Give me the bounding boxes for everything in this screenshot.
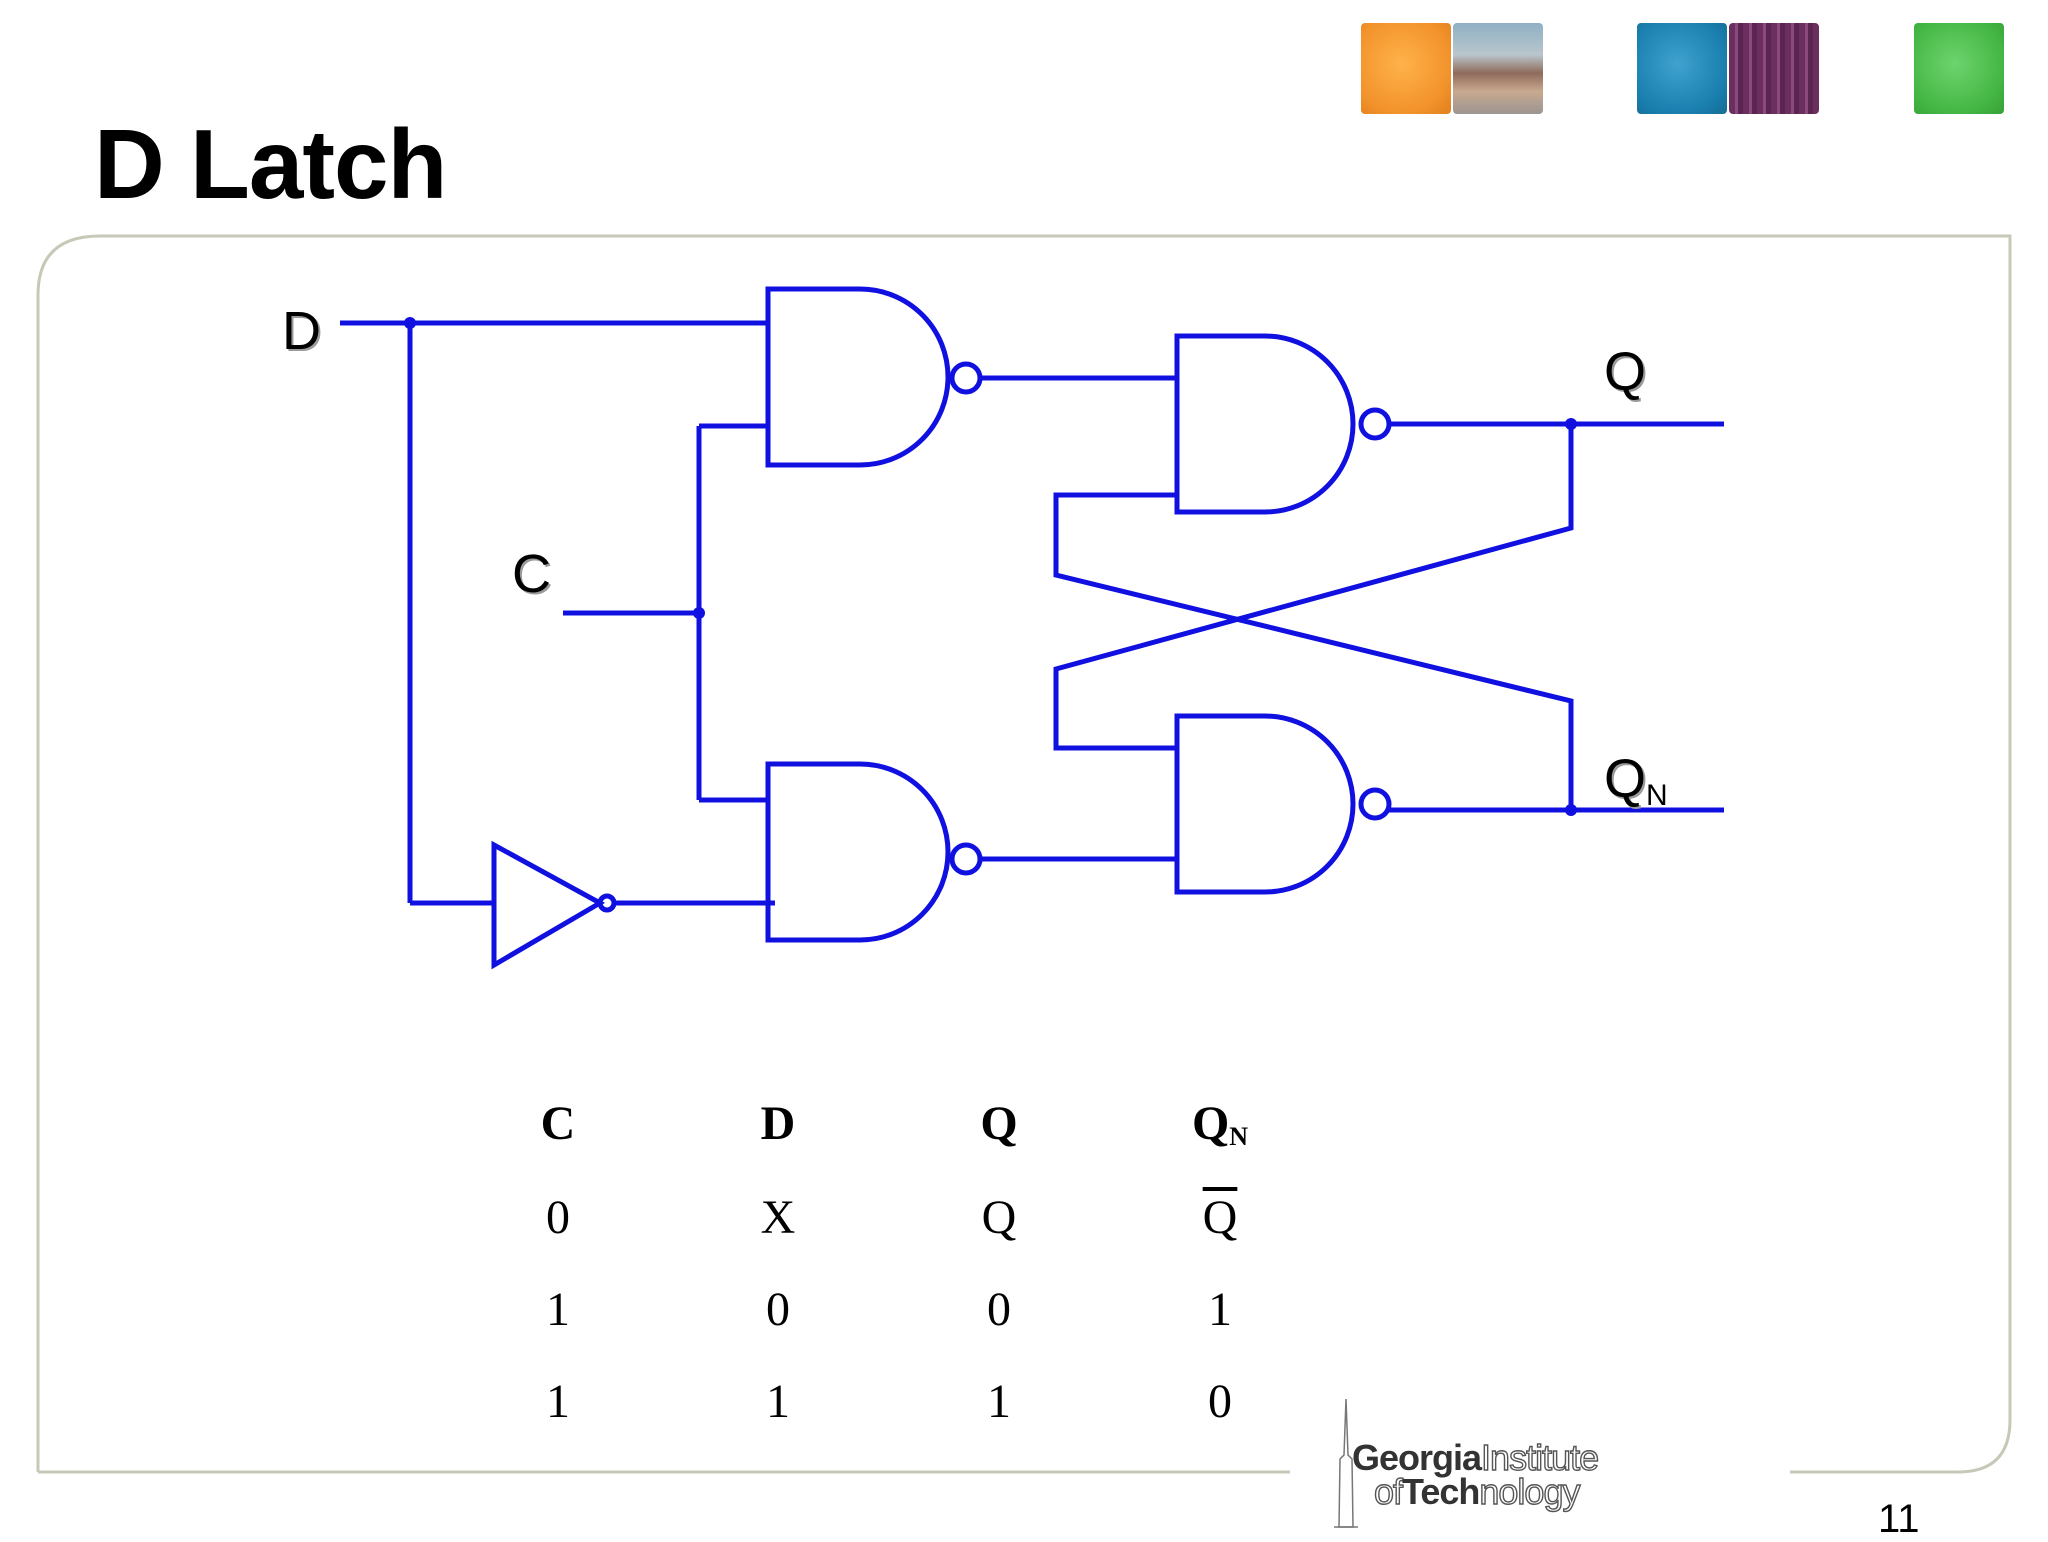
page-number: 11 [1878,1497,1920,1541]
label-q: Q [1604,342,1647,402]
label-qn: QN [1604,748,1668,813]
logo-nology: nology [1479,1470,1581,1512]
logo-line-1: GeorgiaInstitute [1352,1436,1600,1479]
orange-tile-image [1361,23,1451,114]
slide-title: D Latch [94,109,447,219]
nand-gate-1 [765,286,951,468]
tech-tower-icon [1334,1398,1358,1528]
nand-gate-3 [1174,333,1356,515]
logo-of: of [1373,1470,1403,1512]
circuit-chip-image [1729,23,1819,114]
inverter-bubble [597,893,617,913]
green-tile-image [1914,23,2004,114]
junction-q [1565,418,1577,430]
wire-feedback-q-to-nand4 [1053,424,1574,751]
logo-georgia: Georgia [1352,1437,1482,1478]
nand-gate-4 [1174,713,1356,895]
junction-c [693,607,705,619]
label-d: D [282,301,321,361]
label-qn-main: Q [1604,749,1647,809]
logo-tech: Tech [1402,1471,1480,1512]
nand-3-bubble [1358,407,1392,441]
wire-feedback-qn-to-nand3 [1053,492,1574,810]
logo-line-2: ofTechnology [1373,1470,1581,1513]
junction-qn [1565,804,1577,816]
nand-4-bubble [1358,787,1392,821]
nand-2-bubble [949,842,983,876]
logo-institute: Institute [1480,1436,1599,1478]
nand-gate-2 [765,761,951,943]
blue-tile-image [1637,23,1727,114]
nand-1-bubble [949,361,983,395]
label-c: C [512,544,551,604]
junction-d [404,317,416,329]
georgia-tech-logo: GeorgiaInstitute ofTechnology [1290,1395,1790,1536]
campus-photo-image [1453,23,1543,114]
inverter-gate [491,840,606,970]
label-qn-subscript: N [1646,779,1668,812]
